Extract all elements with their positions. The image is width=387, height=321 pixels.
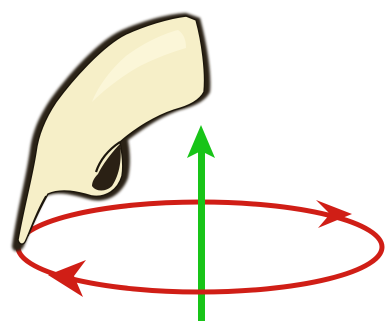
pointing-hand-icon [12,13,210,251]
axis-arrow-shaft [198,150,205,321]
